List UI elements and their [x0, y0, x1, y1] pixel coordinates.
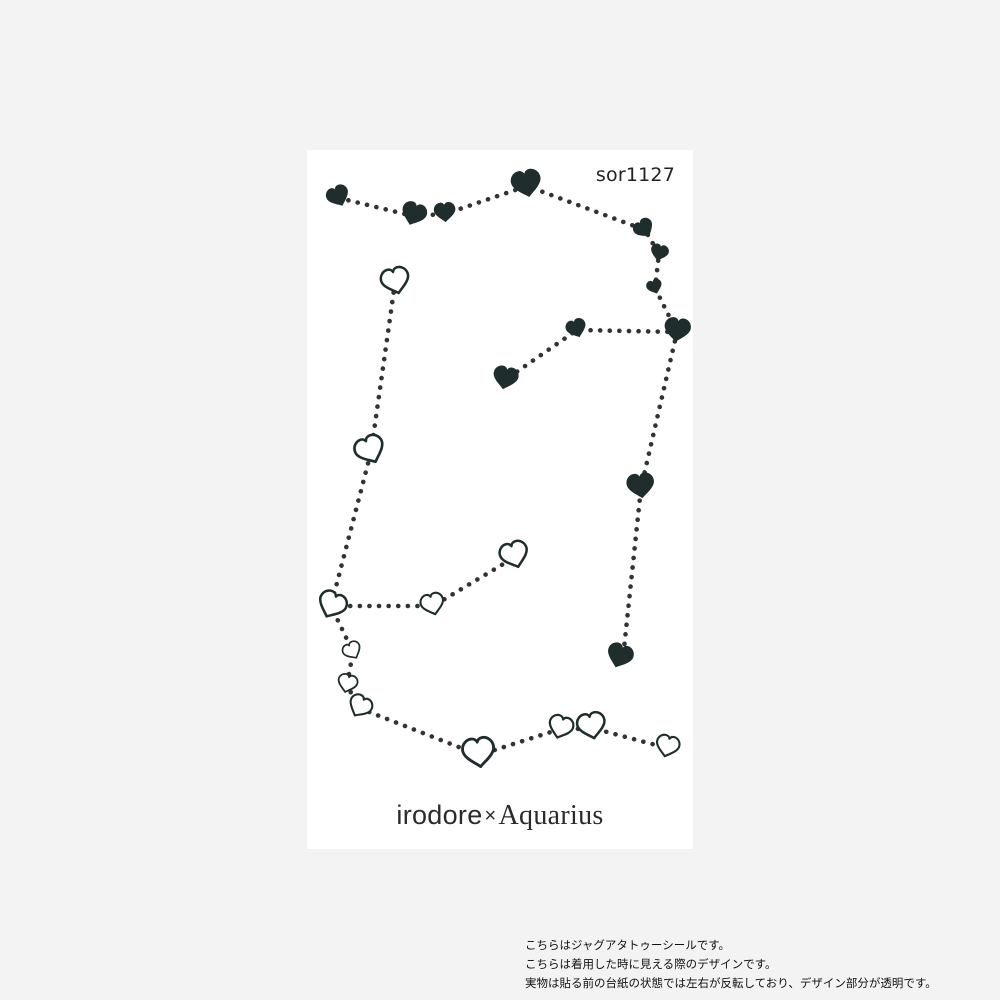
heart-icon: [662, 316, 693, 344]
heart-icon: [490, 364, 521, 392]
note-line: こちらはジャグアタトゥーシールです。: [525, 938, 731, 952]
constellation-artwork: [312, 166, 693, 771]
heart-outline-icon: [544, 711, 577, 743]
brand-separator: ×: [484, 805, 497, 827]
outline-hearts: [312, 263, 683, 771]
heart-icon: [563, 316, 590, 341]
tattoo-sheet: sor1127 irodore×Aquarius: [307, 150, 693, 849]
brand-name: irodore: [396, 800, 483, 830]
heart-outline-icon: [377, 263, 414, 298]
heart-outline-icon: [312, 586, 352, 624]
product-notes: こちらはジャグアタトゥーシールです。 こちらは着用した時に見える際のデザインです…: [525, 936, 937, 993]
heart-outline-icon: [343, 690, 377, 723]
dotted-lines: [328, 183, 680, 758]
brand-logo: irodore×Aquarius: [307, 800, 693, 832]
heart-icon: [323, 181, 353, 211]
heart-outline-icon: [334, 671, 360, 696]
heart-outline-icon: [459, 734, 498, 771]
heart-icon: [644, 277, 665, 297]
design-code: sor1127: [595, 164, 675, 186]
heart-outline-icon: [574, 709, 609, 743]
filled-hearts: [323, 166, 693, 672]
heart-icon: [508, 166, 545, 201]
heart-icon: [433, 201, 457, 224]
note-line: こちらは着用した時に見える際のデザインです。: [525, 957, 777, 971]
heart-outline-icon: [417, 590, 448, 619]
brand-partner: Aquarius: [498, 800, 604, 831]
heart-outline-icon: [652, 732, 683, 761]
heart-icon: [603, 640, 637, 672]
heart-icon: [630, 215, 658, 243]
heart-outline-icon: [339, 638, 365, 664]
note-line: 実物は貼る前の台紙の状態では左右が反転しており、デザイン部分が透明です。: [525, 976, 937, 990]
heart-icon: [625, 471, 657, 501]
